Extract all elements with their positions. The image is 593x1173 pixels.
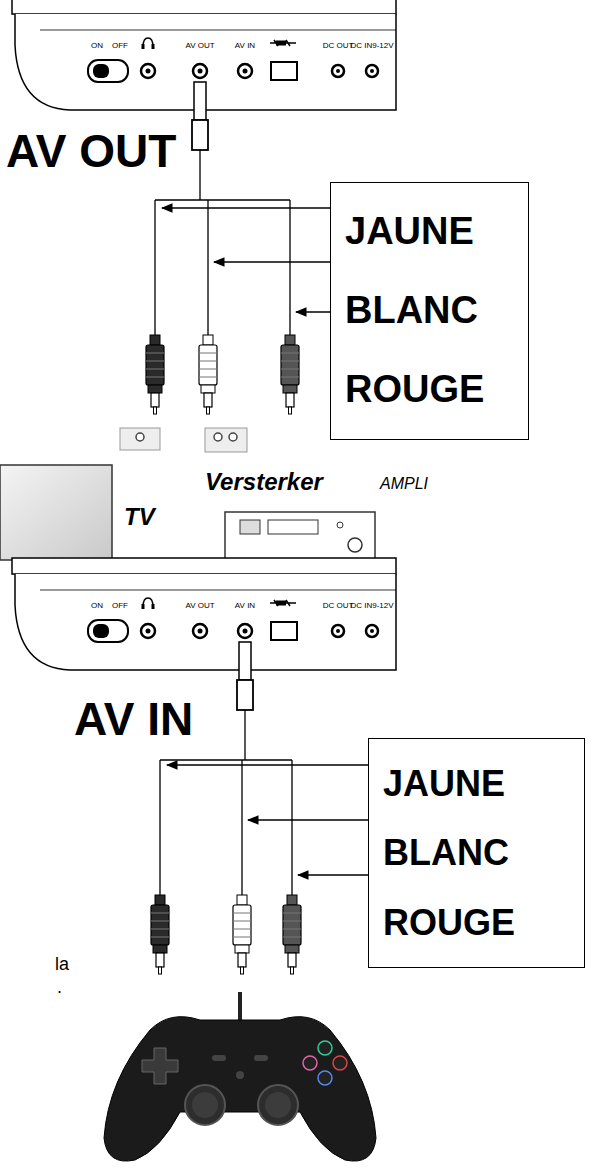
gamepad [104, 992, 376, 1161]
device-name: Versterker [205, 470, 323, 494]
av-connector [192, 120, 208, 150]
port-label: DC IN9-12V [350, 602, 393, 610]
rca-plug [283, 895, 301, 974]
av-connector [237, 680, 253, 710]
port-label: AV OUT [185, 602, 214, 610]
note-fragment: . [57, 978, 62, 996]
color-key-box: JAUNE BLANC ROUGE [368, 738, 585, 968]
color-name: JAUNE [345, 211, 514, 253]
color-name: BLANC [345, 290, 514, 332]
pointer-arrows [167, 765, 368, 875]
color-name: ROUGE [383, 903, 570, 943]
output-title: AV OUT [6, 128, 176, 174]
port-label: DC OUT [323, 42, 354, 50]
port-label: AV OUT [185, 42, 214, 50]
audio-input-icon [205, 428, 247, 452]
port-label: DC OUT [323, 602, 354, 610]
port-label: DC IN9-12V [350, 42, 393, 50]
rca-plug [233, 895, 251, 974]
rca-plug [151, 895, 169, 974]
port-label: AV IN [235, 602, 255, 610]
device-name: AMPLI [380, 476, 428, 492]
color-name: JAUNE [383, 764, 570, 804]
av-connector [239, 642, 251, 680]
port-label: AV IN [235, 42, 255, 50]
rca-plug [146, 335, 164, 414]
port-label: ON [91, 602, 103, 610]
note-fragment: la [55, 955, 69, 973]
video-input-icon [120, 428, 160, 450]
color-name: BLANC [383, 833, 570, 873]
port-label: OFF [112, 602, 128, 610]
port-label: OFF [112, 42, 128, 50]
input-title: AV IN [74, 696, 193, 742]
device-name: TV [124, 505, 155, 529]
dvd-player [12, 558, 396, 670]
pointer-arrows [162, 208, 330, 312]
av-connector [194, 82, 206, 120]
rca-plug [281, 335, 299, 414]
cable [155, 150, 290, 335]
color-name: ROUGE [345, 369, 514, 411]
rca-plug [199, 335, 217, 414]
color-key-box: JAUNE BLANC ROUGE [330, 182, 529, 440]
amplifier [225, 512, 375, 562]
port-label: ON [91, 42, 103, 50]
tv-set [0, 465, 112, 560]
